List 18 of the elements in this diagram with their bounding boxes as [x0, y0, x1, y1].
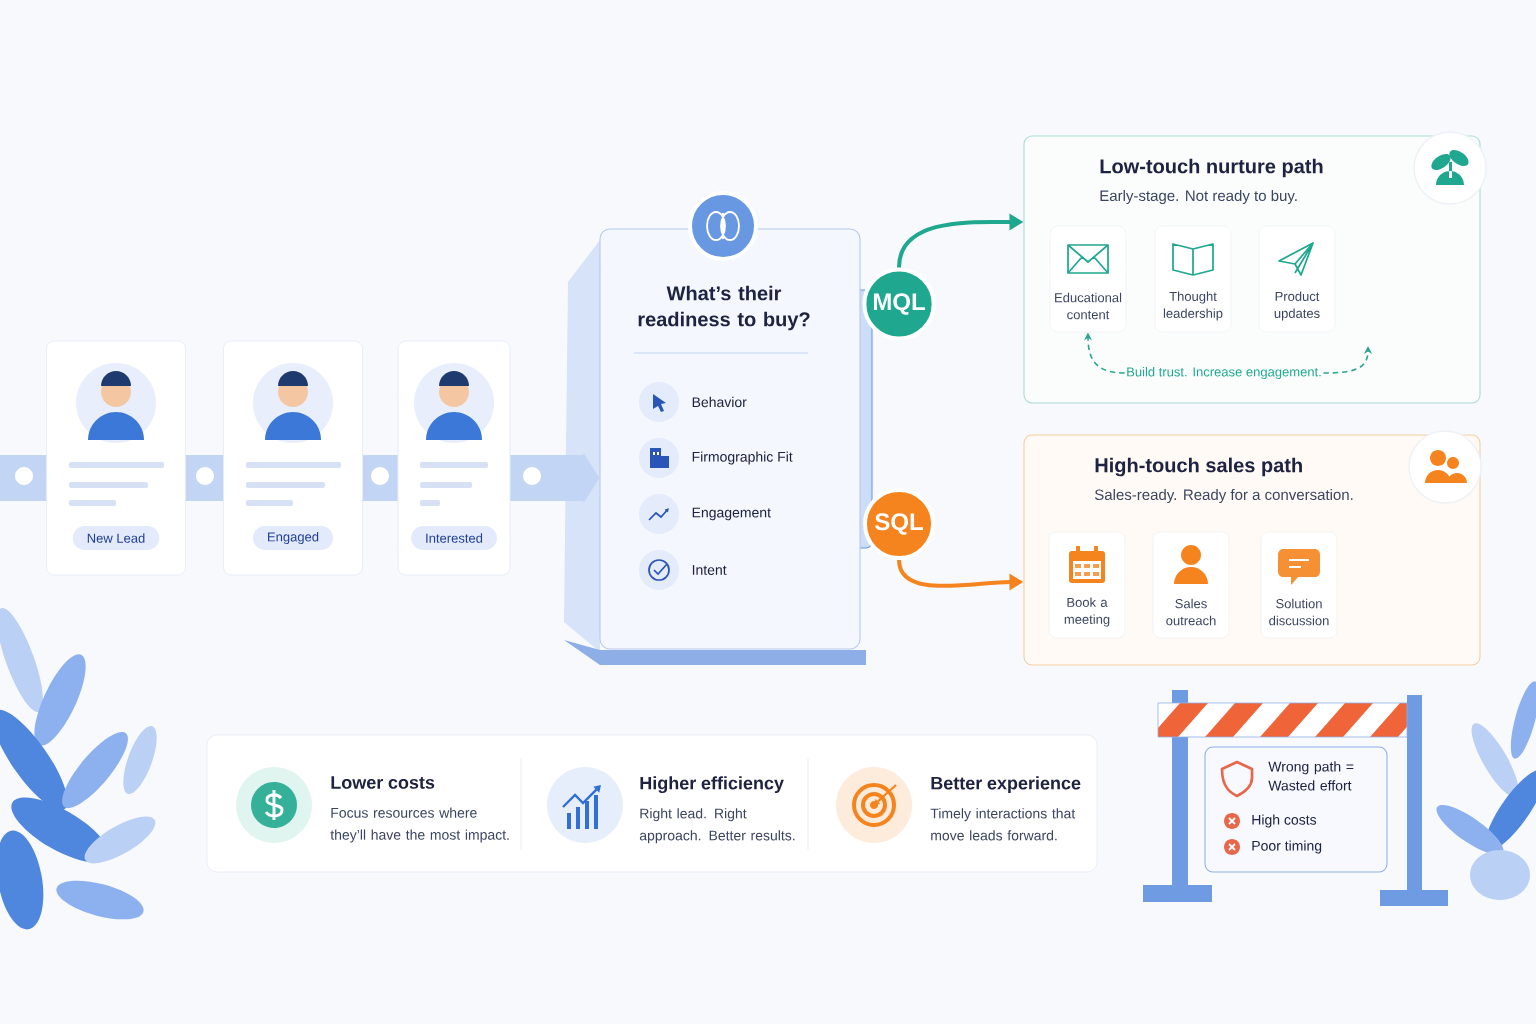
- criterion-label: Behavior: [692, 396, 747, 408]
- benefit-heading: Lower costs: [331, 776, 435, 789]
- conveyor-track: [185, 455, 224, 501]
- action-tile: Sales outreach: [1152, 531, 1230, 639]
- action-tile: Educational content: [1049, 225, 1127, 333]
- benefit-description: Focus resources where they’ll have the most impact.: [330, 807, 509, 843]
- conveyor-track: [362, 455, 398, 501]
- note-text: Build trust. Increase engagement.: [1127, 366, 1321, 380]
- benefit-heading: Higher efficiency: [640, 776, 784, 794]
- criterion-label: Firmographic Fit: [692, 451, 793, 465]
- benefit-description: Right lead. Right approach. Better results.: [639, 808, 795, 844]
- criterion-label: Engagement: [692, 507, 771, 521]
- criterion-label: Intent: [692, 565, 727, 575]
- benefit-description: Timely interactions that move leads forward.: [930, 808, 1076, 841]
- warning-sign: Wrong path = Wasted effort High costs Poor timing: [1204, 746, 1388, 873]
- benefit-heading: Better experience: [931, 776, 1081, 794]
- action-tile: Product updates: [1258, 225, 1336, 333]
- action-tile: Thought leadership: [1154, 225, 1232, 333]
